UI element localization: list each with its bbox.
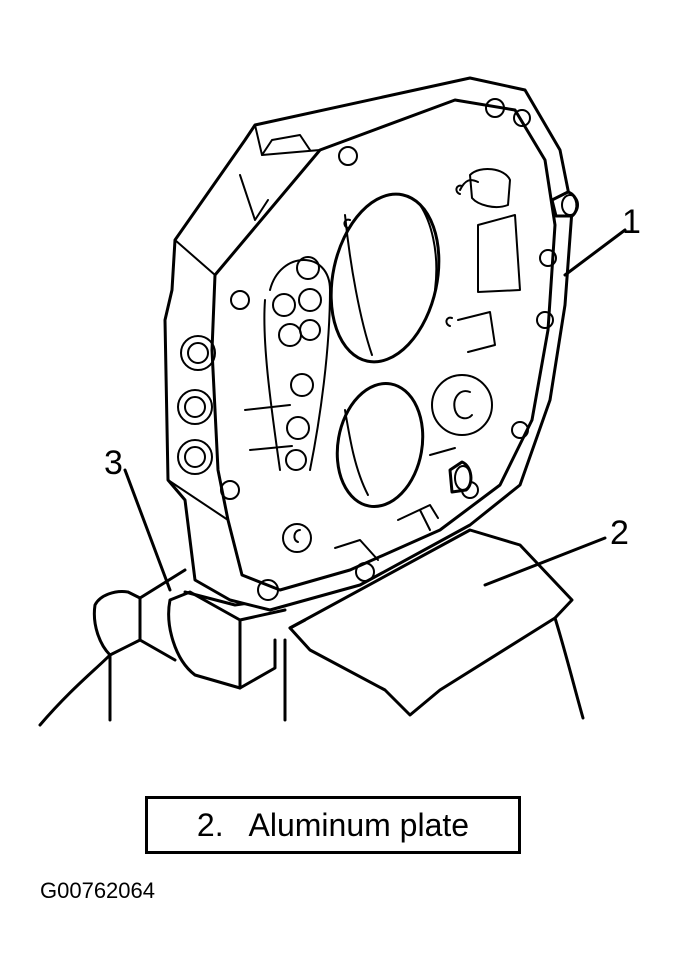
callout-number-1: 1 xyxy=(622,203,641,241)
caption-box: 2. Aluminum plate xyxy=(145,796,521,854)
callout-number-2: 2 xyxy=(610,514,629,552)
aluminum-plate xyxy=(283,528,585,722)
leader-line-2 xyxy=(483,536,607,587)
callout-number-3: 3 xyxy=(104,444,123,482)
adapter-plate xyxy=(163,76,579,612)
leader-lines xyxy=(123,228,627,592)
leader-line-3 xyxy=(123,468,172,592)
figure-id: G00762064 xyxy=(40,878,155,903)
leader-line-1 xyxy=(563,228,627,277)
